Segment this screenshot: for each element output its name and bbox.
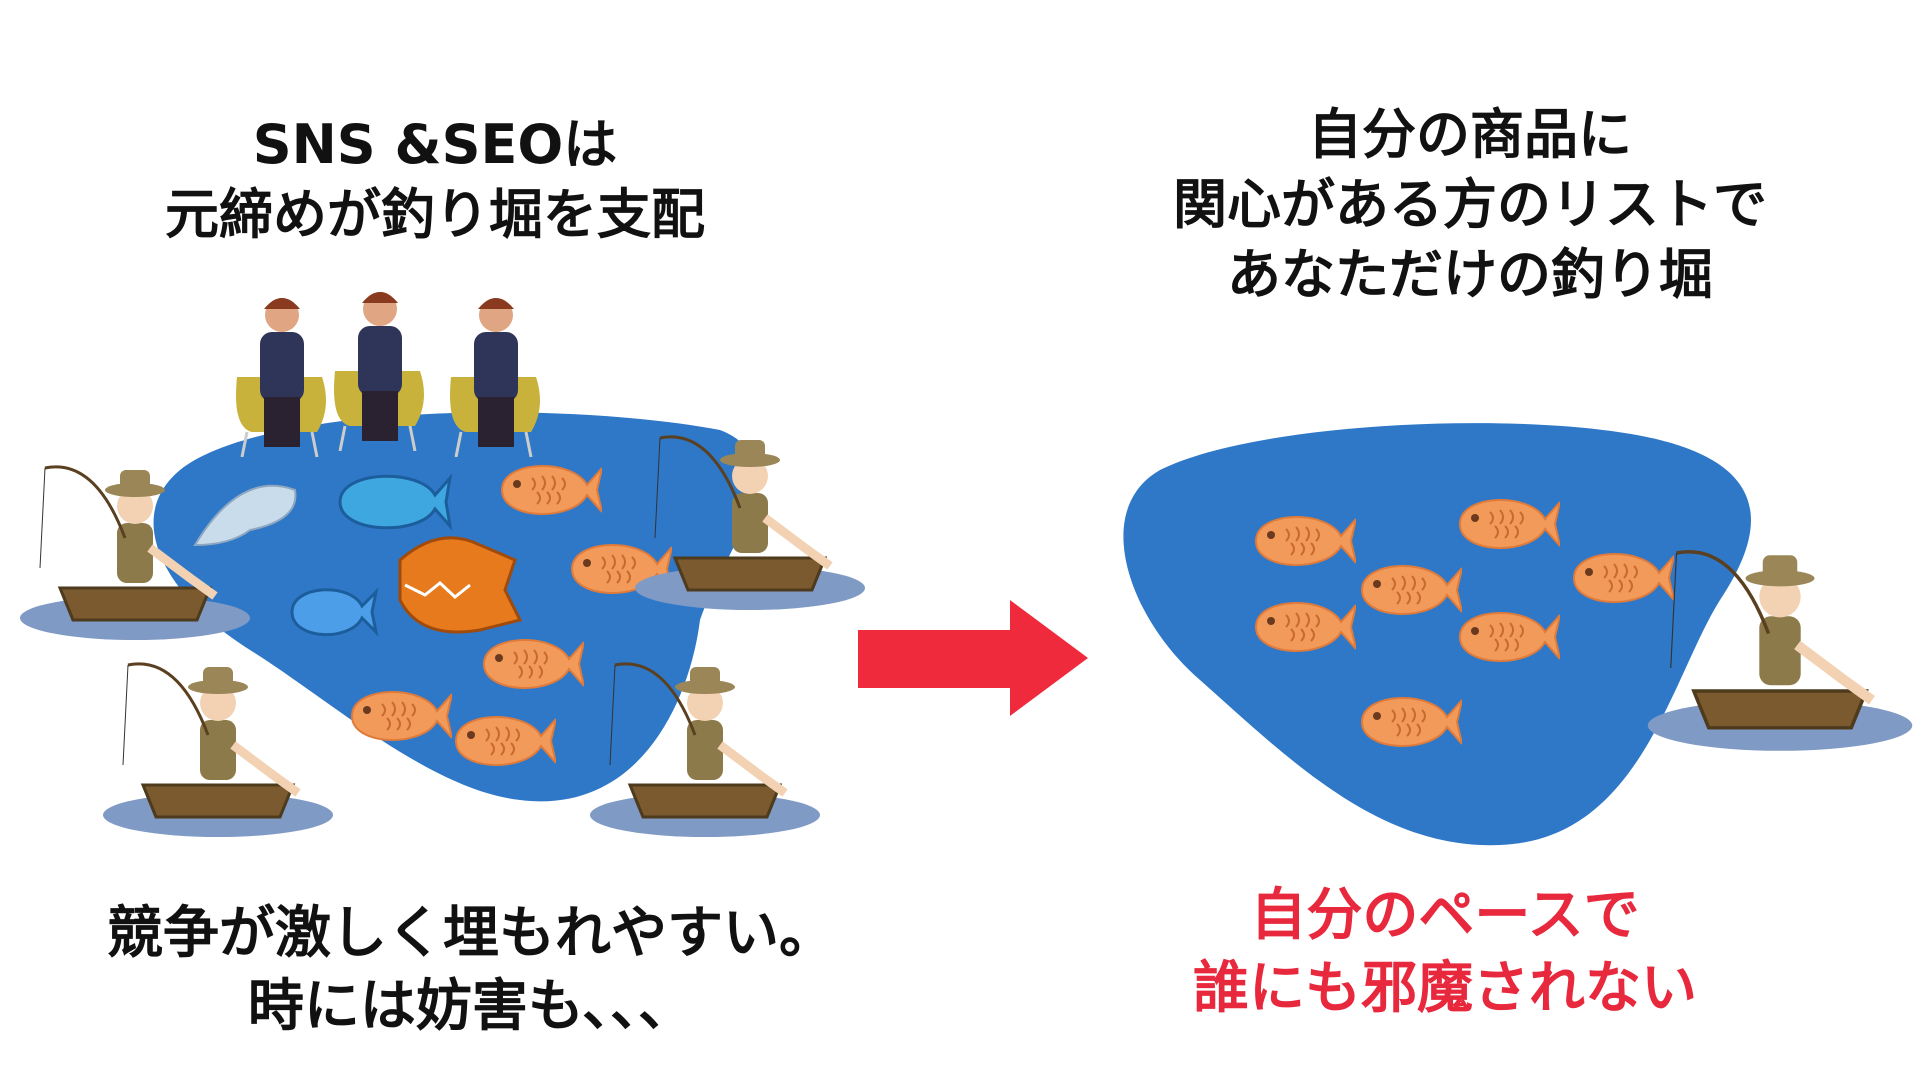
right-pond bbox=[1123, 423, 1751, 846]
piranha-icon bbox=[398, 536, 523, 634]
left-title: SNS &SEOは 元締めが釣り堀を支配 bbox=[165, 110, 705, 250]
left-title-line: SNS &SEOは bbox=[252, 113, 618, 176]
left-title-line: 元締めが釣り堀を支配 bbox=[165, 183, 705, 247]
right-caption-line: 自分のペースで bbox=[1250, 883, 1640, 948]
right-arrow-icon bbox=[858, 600, 1088, 716]
left-caption: 競争が激しく埋もれやすい。 時には妨害も、、、 bbox=[107, 898, 835, 1044]
right-title: 自分の商品に 関心がある方のリストで あなただけの釣り堀 bbox=[1173, 100, 1767, 311]
left-caption-line: 競争が激しく埋もれやすい。 bbox=[107, 901, 835, 966]
fisherman-boat-icon bbox=[103, 664, 333, 837]
left-caption-line: 時には妨害も、、、 bbox=[247, 973, 695, 1039]
white-fish-icon bbox=[193, 484, 297, 547]
right-title-line: あなただけの釣り堀 bbox=[1227, 243, 1713, 307]
right-caption-line: 誰にも邪魔されない bbox=[1193, 955, 1697, 1021]
businesswoman-figure bbox=[234, 296, 328, 457]
blue-fish-icon bbox=[290, 473, 453, 637]
right-title-line: 自分の商品に bbox=[1308, 103, 1632, 166]
right-caption: 自分のペースで 誰にも邪魔されない bbox=[1193, 880, 1697, 1026]
right-title-line: 関心がある方のリストで bbox=[1173, 173, 1767, 237]
